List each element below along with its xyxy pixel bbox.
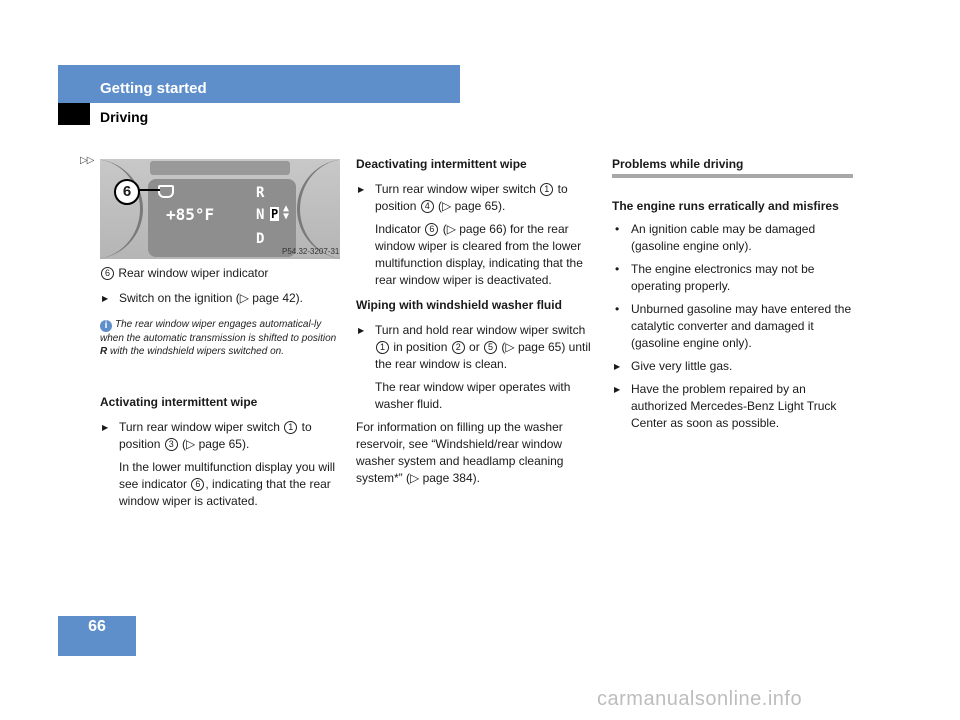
display-temperature: +85°F <box>166 205 215 224</box>
callout-leader-line <box>138 189 160 191</box>
step-deactivate-text-a: Turn rear window wiper switch <box>375 182 540 196</box>
page-number-box <box>58 616 136 656</box>
column-1-activate: Activating intermittent wipe Turn rear w… <box>100 394 345 510</box>
bullet-item: Unburned gasoline may have entered the c… <box>612 301 857 352</box>
watermark: carmanualsonline.info <box>597 688 803 710</box>
figure-caption: 6 Rear window wiper indicator <box>100 266 268 280</box>
column-3: The engine runs erratically and misfires… <box>612 198 857 432</box>
step-washer-text-c: or <box>465 340 484 354</box>
figure-id: P54.32-3207-31 <box>282 247 340 256</box>
step-deactivate-text-b: to position <box>375 182 568 213</box>
bullet-item: An ignition cable may be damaged (gasoli… <box>612 221 857 255</box>
switch-number: 1 <box>540 183 554 196</box>
position-number: 5 <box>484 341 498 354</box>
right-gauge-arc <box>297 159 340 259</box>
washer-paragraph: The rear window wiper operates with wash… <box>375 380 571 411</box>
activate-para-b: , indicating that the rear window wiper … <box>119 477 331 508</box>
column-1-step: Switch on the ignition (▷ page 42). <box>100 290 345 307</box>
position-number: 4 <box>420 200 434 213</box>
step-activate: Turn rear window wiper switch 1 to posit… <box>100 419 345 453</box>
subsection-title: Driving <box>100 109 149 125</box>
gear-r: R <box>256 185 265 201</box>
position-number: 2 <box>451 341 465 354</box>
step-washer-text-b: in position <box>390 340 451 354</box>
info-icon: i <box>100 320 112 332</box>
gear-arrows-icon: ▲▼ <box>283 203 290 222</box>
gear-n: N <box>256 207 265 223</box>
step-activate-text-c: (▷ page 65). <box>178 437 250 451</box>
washer-info-paragraph: For information on filling up the washer… <box>356 420 564 485</box>
heading-activating: Activating intermittent wipe <box>100 395 258 409</box>
position-number: 3 <box>164 438 178 451</box>
switch-number: 1 <box>284 421 298 434</box>
info-text-2: with the windshield wipers switched on. <box>107 346 284 357</box>
callout-6: 6 <box>114 179 140 205</box>
info-text-1: The rear window wiper engages automatica… <box>100 319 337 344</box>
problems-subheading: The engine runs erratically and misfires <box>612 199 839 213</box>
step-activate-text-b: to position <box>119 420 312 451</box>
activate-para-a: In the lower multifunction display you w… <box>119 460 336 491</box>
section-title: Getting started <box>100 80 207 97</box>
step-washer-text-d: (▷ page 65) until the rear window is cle… <box>375 340 591 371</box>
problems-title: Problems while driving <box>612 157 744 171</box>
indicator-number: 6 <box>191 478 205 491</box>
bullet-item: The engine electronics may not be operat… <box>612 261 857 295</box>
wiper-indicator-icon <box>158 185 174 198</box>
gear-p: P <box>270 207 280 221</box>
step-activate-text-a: Turn rear window wiper switch <box>119 420 284 434</box>
step-deactivate-text-c: (▷ page 65). <box>434 199 506 213</box>
header-band <box>58 65 460 103</box>
step-item: Give very little gas. <box>612 358 857 375</box>
header-marker <box>58 103 90 125</box>
left-gauge-arc <box>100 159 143 259</box>
gear-d: D <box>256 231 265 247</box>
step-switch-ignition: Switch on the ignition (▷ page 42). <box>100 290 345 307</box>
step-washer-text-a: Turn and hold rear window wiper switch <box>375 323 586 337</box>
heading-washer: Wiping with windshield washer fluid <box>356 298 562 312</box>
instrument-cluster-figure: +85°F R N P ▲▼ D 6 P54.32-3207-31 <box>100 159 340 259</box>
step-washer: Turn and hold rear window wiper switch 1… <box>356 322 601 373</box>
multifunction-display: +85°F R N P ▲▼ D <box>148 179 296 257</box>
top-display-bar <box>150 161 290 175</box>
switch-number: 1 <box>376 341 389 354</box>
caption-text: Rear window wiper indicator <box>118 266 269 280</box>
deactivate-para-a: Indicator <box>375 222 425 236</box>
heading-deactivating: Deactivating intermittent wipe <box>356 157 527 171</box>
step-item: Have the problem repaired by an authoriz… <box>612 381 857 432</box>
page-number: 66 <box>88 618 106 635</box>
caption-number: 6 <box>101 267 114 280</box>
continuation-mark: ▷▷ <box>80 155 94 166</box>
step-deactivate: Turn rear window wiper switch 1 to posit… <box>356 181 601 215</box>
deactivate-para-b: (▷ page 66) for the rear window wiper is… <box>375 222 583 287</box>
deactivate-paragraph: Indicator 6 (▷ page 66) for the rear win… <box>356 221 601 289</box>
indicator-number: 6 <box>425 223 439 236</box>
activate-paragraph: In the lower multifunction display you w… <box>100 459 345 510</box>
info-text-bold: R <box>100 346 108 357</box>
title-rule <box>612 174 853 178</box>
column-2: Deactivating intermittent wipe Turn rear… <box>356 156 601 487</box>
